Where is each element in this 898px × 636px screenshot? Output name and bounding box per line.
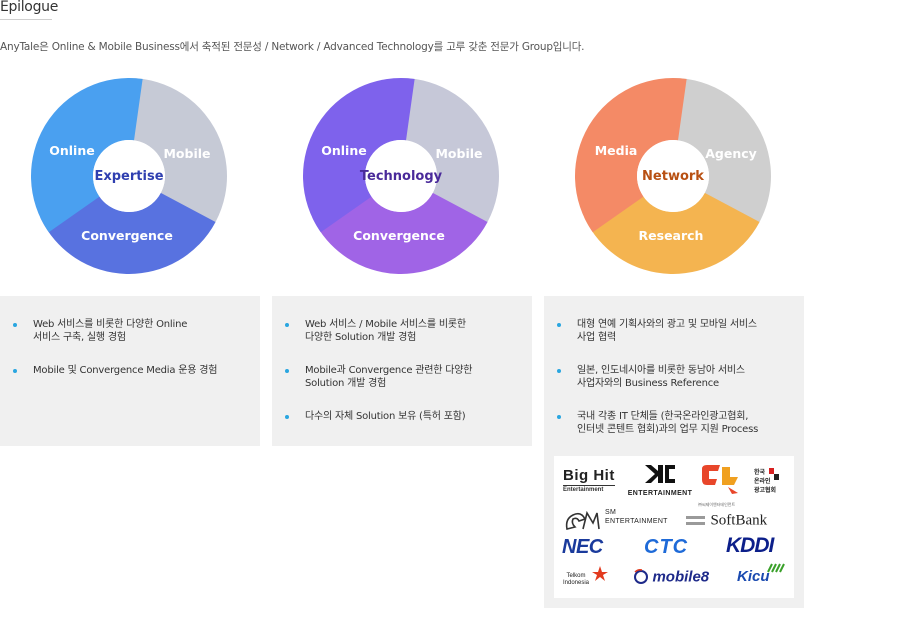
technology-wheel-graphic: Online Mobile Convergence Technology xyxy=(303,78,499,274)
network-list: 대형 연예 기획사와의 광고 및 모바일 서비스 사업 협력 일본, 인도네시아… xyxy=(544,296,804,436)
yg-logo: ENTERTAINMENT xyxy=(625,463,695,497)
bullet-icon xyxy=(13,323,17,327)
list-item-text: Web 서비스 / Mobile 서비스를 비롯한 다양한 Solution 개… xyxy=(305,319,466,343)
wheel-segment-convergence xyxy=(312,191,488,274)
sm-mark-icon xyxy=(565,510,600,530)
bullet-icon xyxy=(13,369,17,373)
kolaa-logo: 한국 온라인 광고협회 xyxy=(754,470,777,494)
wheel-center-label: Technology xyxy=(360,169,443,184)
bullet-icon xyxy=(285,415,289,419)
wheel-label-media: Media xyxy=(595,143,638,158)
wheel-segment-mobile xyxy=(401,78,499,246)
cj-mark-icon xyxy=(702,465,738,494)
list-item: Web 서비스를 비롯한 다양한 Online 서비스 구축, 실행 경험 xyxy=(13,318,248,344)
wheel-center-circle xyxy=(637,140,709,212)
telkom-mark-icon xyxy=(592,566,608,581)
bullet-icon xyxy=(557,369,561,373)
wheel-label-online: Online xyxy=(321,143,366,158)
list-item: 일본, 인도네시아를 비롯한 동남아 서비스 사업자와의 Business Re… xyxy=(557,364,792,390)
wheel-segment-online xyxy=(30,78,143,233)
list-item-text: 일본, 인도네시아를 비롯한 동남아 서비스 사업자와의 Business Re… xyxy=(577,365,745,389)
softbank-logo: SoftBank xyxy=(686,512,767,530)
list-item-text: Mobile 및 Convergence Media 운용 경험 xyxy=(33,365,218,376)
expertise-wheel-graphic: Online Mobile Convergence Expertise xyxy=(30,78,227,274)
technology-wheel: Online Mobile Convergence Technology xyxy=(301,76,501,276)
kddi-logo: KDDI xyxy=(726,534,774,557)
wheel-center-label: Expertise xyxy=(94,169,163,184)
title-divider xyxy=(0,19,52,20)
intro-text: AnyTale은 Online & Mobile Business에서 축적된 … xyxy=(0,41,585,53)
list-item: 대형 연예 기획사와의 광고 및 모바일 서비스 사업 협력 xyxy=(557,318,792,344)
page-title: Epilogue xyxy=(0,0,59,15)
list-item: 다수의 자체 Solution 보유 (특허 포함) xyxy=(285,410,520,423)
wheel-label-agency: Agency xyxy=(705,146,757,161)
technology-panel: Web 서비스 / Mobile 서비스를 비롯한 다양한 Solution 개… xyxy=(272,296,532,446)
list-item: Mobile 및 Convergence Media 운용 경험 xyxy=(13,364,248,377)
bullet-icon xyxy=(557,323,561,327)
wheel-label-mobile: Mobile xyxy=(163,146,210,161)
kolaa-mark-icon xyxy=(769,468,779,480)
wheel-label-mobile: Mobile xyxy=(435,146,482,161)
cj-logo: ㈜씨제이엔터테인먼트 xyxy=(698,463,744,508)
wheel-segment-convergence xyxy=(40,191,216,274)
list-item-text: Web 서비스를 비롯한 다양한 Online 서비스 구축, 실행 경험 xyxy=(33,319,188,343)
wheel-segment-media xyxy=(575,78,687,233)
wheel-label-convergence: Convergence xyxy=(81,228,173,243)
list-item: 국내 각종 IT 단체들 (한국온라인광고협회, 인터넷 콘텐트 협회)과의 업… xyxy=(557,410,792,436)
wheel-label-research: Research xyxy=(639,228,704,243)
list-item-text: 대형 연예 기획사와의 광고 및 모바일 서비스 사업 협력 xyxy=(577,319,757,343)
network-wheel: Media Agency Research Network xyxy=(573,76,773,276)
list-item-text: 국내 각종 IT 단체들 (한국온라인광고협회, 인터넷 콘텐트 협회)과의 업… xyxy=(577,411,759,435)
wheel-segment-online xyxy=(303,78,415,233)
bullet-icon xyxy=(285,369,289,373)
sm-text: SM ENTERTAINMENT xyxy=(605,509,668,525)
kicu-leaf-icon xyxy=(767,563,785,573)
mobile8-logo: mobile8 xyxy=(632,568,709,586)
wheel-center-circle xyxy=(365,140,437,212)
bullet-icon xyxy=(557,415,561,419)
wheel-segment-research xyxy=(584,191,760,274)
wheel-center-circle xyxy=(93,140,165,212)
mobile8-mark-icon xyxy=(634,569,648,584)
sm-logo xyxy=(563,507,601,535)
list-item-text: Mobile과 Convergence 관련한 다양한 Solution 개발 … xyxy=(305,365,473,389)
kicu-logo: Kicu xyxy=(737,568,770,585)
bullet-icon xyxy=(285,323,289,327)
list-item-text: 다수의 자체 Solution 보유 (특허 포함) xyxy=(305,411,466,422)
list-item: Web 서비스 / Mobile 서비스를 비롯한 다양한 Solution 개… xyxy=(285,318,520,344)
technology-list: Web 서비스 / Mobile 서비스를 비롯한 다양한 Solution 개… xyxy=(272,296,532,423)
partner-logos: Big Hit Entertainment ENTERTAINMENT ㈜씨제이… xyxy=(554,456,794,598)
telkom-logo: Telkom Indonesia xyxy=(563,573,590,586)
network-wheel-graphic: Media Agency Research Network xyxy=(575,78,771,274)
wheel-center-label: Network xyxy=(642,169,704,184)
yg-mark-icon xyxy=(645,465,675,483)
bighit-logo: Big Hit Entertainment xyxy=(563,467,615,493)
expertise-panel: Web 서비스를 비롯한 다양한 Online 서비스 구축, 실행 경험 Mo… xyxy=(0,296,260,446)
nec-logo: NEC xyxy=(562,536,603,558)
wheel-segment-agency xyxy=(673,78,771,246)
ctc-logo: CTC xyxy=(644,536,689,558)
expertise-wheel: Online Mobile Convergence Expertise xyxy=(29,76,229,276)
wheel-label-convergence: Convergence xyxy=(353,228,445,243)
softbank-bars-icon xyxy=(686,515,705,525)
list-item: Mobile과 Convergence 관련한 다양한 Solution 개발 … xyxy=(285,364,520,390)
expertise-list: Web 서비스를 비롯한 다양한 Online 서비스 구축, 실행 경험 Mo… xyxy=(0,296,260,377)
wheel-segment-mobile xyxy=(129,78,227,246)
wheel-label-online: Online xyxy=(49,143,94,158)
